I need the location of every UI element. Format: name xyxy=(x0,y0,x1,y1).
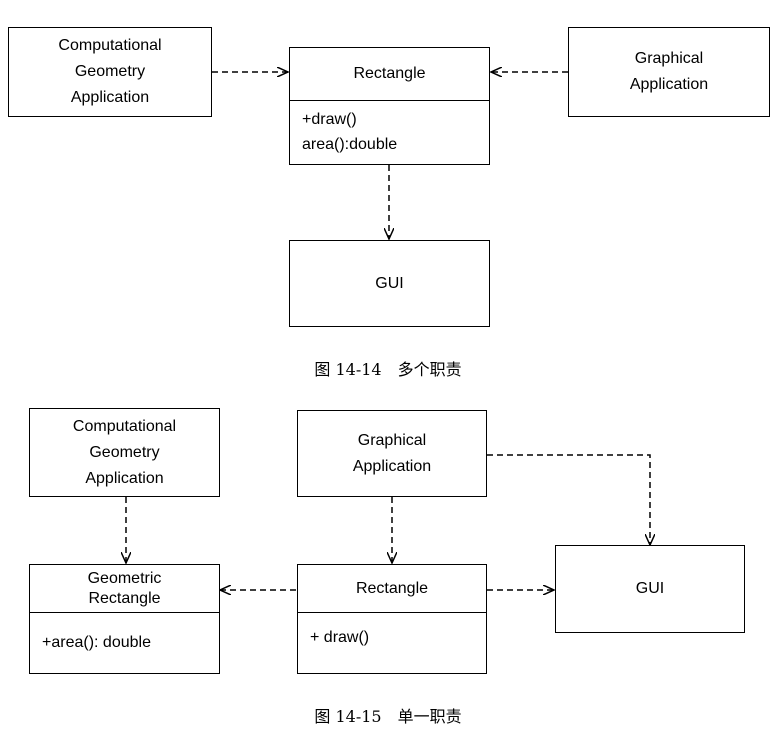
gui-label-2: GUI xyxy=(635,580,665,597)
geometric-rectangle-class-name: Geometric Rectangle xyxy=(30,565,219,613)
operation-area-2: +area(): double xyxy=(42,634,151,651)
rectangle-operations: +draw() area():double xyxy=(290,101,489,163)
figure-14-15-caption: 图 14-15 单一职责 xyxy=(314,707,462,726)
rectangle-class-box-2: Rectangle + draw() xyxy=(297,564,487,674)
rectangle-class-box: Rectangle +draw() area():double xyxy=(289,47,490,165)
figure-14-14-caption: 图 14-14 多个职责 xyxy=(314,360,462,379)
rectangle-class-name: Rectangle xyxy=(290,48,489,101)
operation-draw-2: + draw() xyxy=(310,629,370,646)
geometric-rectangle-class-box: Geometric Rectangle +area(): double xyxy=(29,564,220,674)
operation-area: area():double xyxy=(302,136,398,153)
dep-graphical-to-gui-2 xyxy=(487,454,650,545)
operation-draw: +draw() xyxy=(302,111,357,128)
graphical-application-box-2: Graphical Application xyxy=(297,410,487,497)
rectangle-operations-2: + draw() xyxy=(298,613,486,656)
gui-box-2: GUI xyxy=(555,545,745,633)
rectangle-class-name-2: Rectangle xyxy=(298,565,486,613)
computational-geometry-application-label: Computational Geometry Application xyxy=(58,37,162,106)
computational-geometry-application-label-2: Computational Geometry Application xyxy=(72,417,177,487)
geometric-rectangle-operations: +area(): double xyxy=(30,613,219,661)
gui-box: GUI xyxy=(289,240,490,327)
gui-label: GUI xyxy=(375,274,404,292)
graphical-application-label-2: Graphical Application xyxy=(352,431,432,475)
computational-geometry-application-box-2: Computational Geometry Application xyxy=(29,408,220,497)
graphical-application-box: Graphical Application xyxy=(568,27,770,117)
computational-geometry-application-box: Computational Geometry Application xyxy=(8,27,212,117)
graphical-application-label: Graphical Application xyxy=(629,50,709,93)
